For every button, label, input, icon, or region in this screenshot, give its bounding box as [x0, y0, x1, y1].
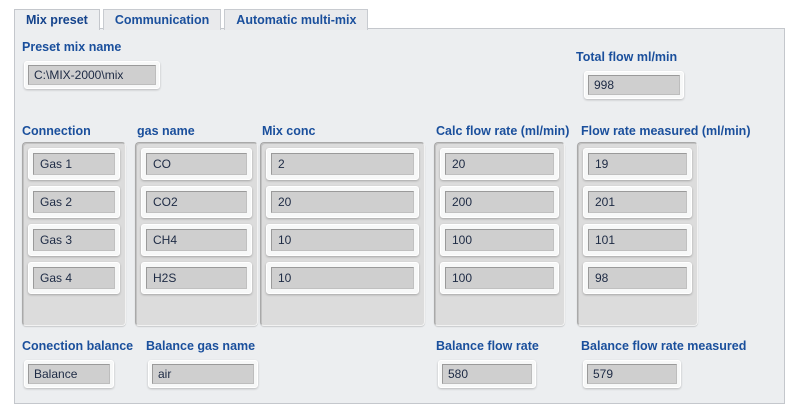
balance-flow-rate-label: Balance flow rate [436, 339, 539, 353]
tab-strip: Mix preset Communication Automatic multi… [14, 8, 371, 30]
measured-flow-value-4: 98 [588, 267, 687, 289]
balance-gas-name-value: air [152, 364, 254, 384]
measured-flow-value-3: 101 [588, 229, 687, 251]
calc-flow-value-1: 20 [445, 153, 554, 175]
connection-value-1: Gas 1 [33, 153, 115, 175]
mix-conc-value-1: 2 [271, 153, 414, 175]
gas-name-value-2: CO2 [146, 191, 247, 213]
gas-name-cell-3[interactable]: CH4 [141, 224, 252, 256]
measured-flow-cell-4[interactable]: 98 [583, 262, 692, 294]
flow-rate-measured-group: 19 201 101 98 [577, 142, 698, 326]
mix-conc-cell-3[interactable]: 10 [266, 224, 419, 256]
total-flow-display[interactable]: 998 [584, 71, 684, 99]
conection-balance-input[interactable]: Balance [24, 360, 114, 388]
connection-cell-3[interactable]: Gas 3 [28, 224, 120, 256]
gas-name-value-4: H2S [146, 267, 247, 289]
connection-group: Gas 1 Gas 2 Gas 3 Gas 4 [22, 142, 126, 326]
mix-conc-cell-4[interactable]: 10 [266, 262, 419, 294]
balance-gas-name-label: Balance gas name [146, 339, 256, 353]
balance-gas-name-input[interactable]: air [148, 360, 258, 388]
calc-flow-value-2: 200 [445, 191, 554, 213]
connection-value-4: Gas 4 [33, 267, 115, 289]
tab-communication[interactable]: Communication [102, 9, 222, 30]
balance-flow-rate-value: 580 [442, 364, 532, 384]
balance-flow-rate-measured-label: Balance flow rate measured [581, 339, 747, 353]
connection-cell-2[interactable]: Gas 2 [28, 186, 120, 218]
calc-flow-cell-2[interactable]: 200 [440, 186, 559, 218]
mix-conc-value-2: 20 [271, 191, 414, 213]
mix-conc-value-4: 10 [271, 267, 414, 289]
calc-flow-value-3: 100 [445, 229, 554, 251]
gas-name-value-3: CH4 [146, 229, 247, 251]
measured-flow-cell-1[interactable]: 19 [583, 148, 692, 180]
total-flow-value: 998 [588, 75, 680, 95]
connection-value-3: Gas 3 [33, 229, 115, 251]
mix-conc-value-3: 10 [271, 229, 414, 251]
calc-flow-cell-4[interactable]: 100 [440, 262, 559, 294]
mix-conc-group: 2 20 10 10 [260, 142, 425, 326]
connection-cell-1[interactable]: Gas 1 [28, 148, 120, 180]
connection-value-2: Gas 2 [33, 191, 115, 213]
column-header-calc-flow-rate: Calc flow rate (ml/min) [436, 124, 570, 138]
gas-name-cell-1[interactable]: CO [141, 148, 252, 180]
balance-flow-rate-input[interactable]: 580 [438, 360, 536, 388]
balance-flow-rate-measured-value: 579 [587, 364, 677, 384]
column-header-gas-name: gas name [137, 124, 195, 138]
gas-name-cell-4[interactable]: H2S [141, 262, 252, 294]
conection-balance-value: Balance [28, 364, 110, 384]
column-header-flow-rate-measured: Flow rate measured (ml/min) [581, 124, 751, 138]
gas-name-cell-2[interactable]: CO2 [141, 186, 252, 218]
total-flow-label: Total flow ml/min [576, 50, 678, 64]
mix-conc-cell-1[interactable]: 2 [266, 148, 419, 180]
gas-name-value-1: CO [146, 153, 247, 175]
preset-mix-name-label: Preset mix name [22, 40, 122, 54]
calc-flow-value-4: 100 [445, 267, 554, 289]
calc-flow-rate-group: 20 200 100 100 [434, 142, 565, 326]
connection-cell-4[interactable]: Gas 4 [28, 262, 120, 294]
tab-automatic-multi-mix[interactable]: Automatic multi-mix [224, 9, 369, 30]
measured-flow-cell-2[interactable]: 201 [583, 186, 692, 218]
calc-flow-cell-1[interactable]: 20 [440, 148, 559, 180]
column-header-mix-conc: Mix conc [262, 124, 316, 138]
calc-flow-cell-3[interactable]: 100 [440, 224, 559, 256]
conection-balance-label: Conection balance [22, 339, 134, 353]
mix-preset-panel: Preset mix name C:\MIX-2000\mix Total fl… [14, 28, 785, 404]
gas-name-group: CO CO2 CH4 H2S [135, 142, 258, 326]
column-header-connection: Connection [22, 124, 91, 138]
preset-mix-name-input[interactable]: C:\MIX-2000\mix [24, 61, 160, 89]
preset-mix-name-value: C:\MIX-2000\mix [28, 65, 156, 85]
measured-flow-value-2: 201 [588, 191, 687, 213]
measured-flow-cell-3[interactable]: 101 [583, 224, 692, 256]
tab-mix-preset[interactable]: Mix preset [14, 9, 100, 30]
measured-flow-value-1: 19 [588, 153, 687, 175]
mix-conc-cell-2[interactable]: 20 [266, 186, 419, 218]
balance-flow-rate-measured-display[interactable]: 579 [583, 360, 681, 388]
